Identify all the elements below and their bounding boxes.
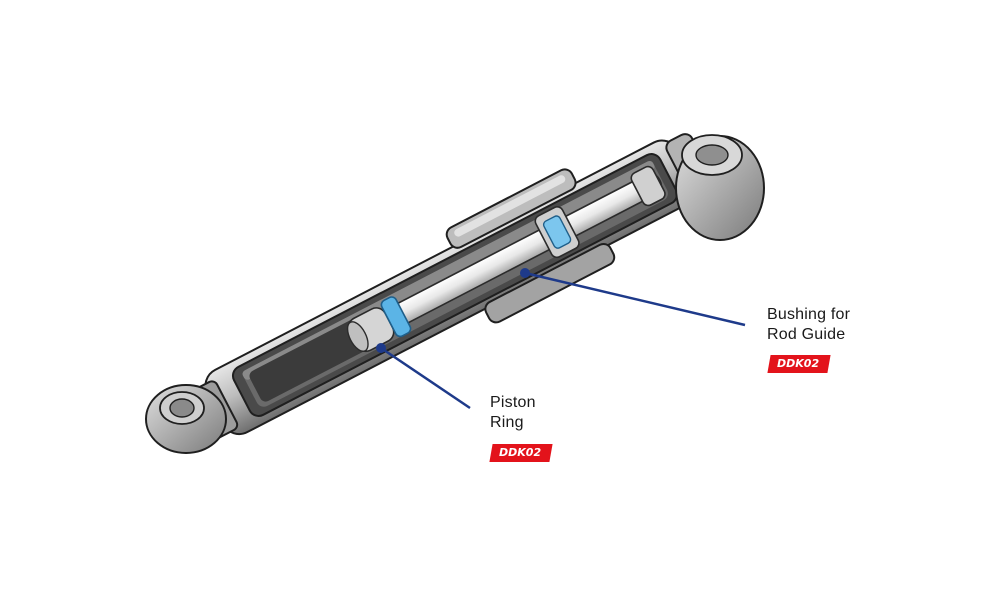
rod-guide-bushing-part-badge: DDK02 (767, 355, 831, 373)
piston-ring-label-line-2: Ring (490, 414, 524, 431)
rod-guide-bushing-label-line-1: Bushing for (767, 306, 851, 323)
rod-guide-bushing-highlight (542, 215, 572, 249)
rod-guide-bushing-label-line-2: Rod Guide (767, 326, 846, 343)
piston-ring-part-badge: DDK02 (489, 444, 553, 462)
lower-mounting-eye (145, 384, 227, 454)
upper-mounting-eye (675, 134, 765, 241)
piston-ring-label-line-1: Piston (490, 394, 536, 411)
oil-chamber (249, 318, 372, 402)
shock-absorber-body (188, 133, 714, 440)
piston-ring-highlight (380, 296, 412, 338)
leader-line-piston-ring (376, 343, 471, 410)
piston-ring-label: Piston Ring (490, 393, 536, 433)
leader-line-rod-guide-bushing (520, 268, 746, 327)
rod-guide-bushing-label: Bushing for Rod Guide (767, 305, 850, 345)
